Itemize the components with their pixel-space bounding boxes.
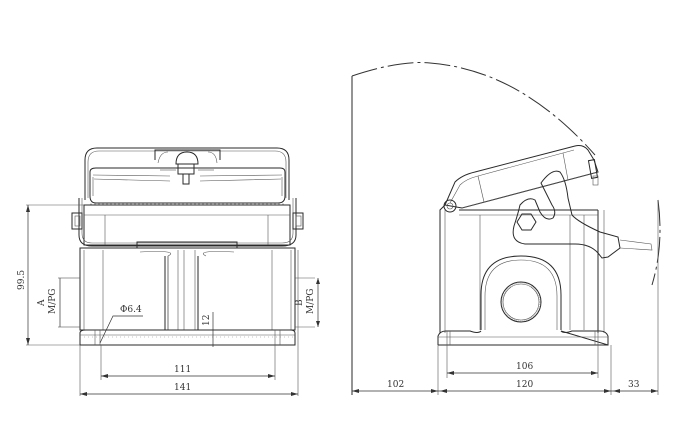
dim-entry-a-label: A (37, 299, 47, 307)
dim-mounting-spacing-front-label: 111 (174, 365, 192, 375)
side-view-dimensions (352, 371, 658, 393)
dim-hole-diameter-label: Φ6.4 (120, 305, 142, 315)
dim-overall-width-label: 141 (174, 383, 192, 393)
dim-lever-protrusion-label: 33 (628, 380, 640, 390)
dim-lid-swing-label: 102 (387, 380, 405, 390)
side-view (351, 62, 661, 395)
dim-entry-a-thread-label: M/PG (48, 288, 58, 315)
dim-entry-b-thread-label: M/PG (306, 288, 316, 315)
front-view (26, 147, 315, 396)
dim-mounting-spacing-side-label: 106 (516, 362, 534, 372)
dim-height-label: 99.5 (17, 269, 27, 290)
dim-entry-b-label: B (295, 299, 305, 306)
dim-base-thickness-label: 12 (202, 314, 212, 326)
front-view-dimensions (26, 205, 320, 396)
dim-overall-depth-label: 120 (516, 380, 534, 390)
